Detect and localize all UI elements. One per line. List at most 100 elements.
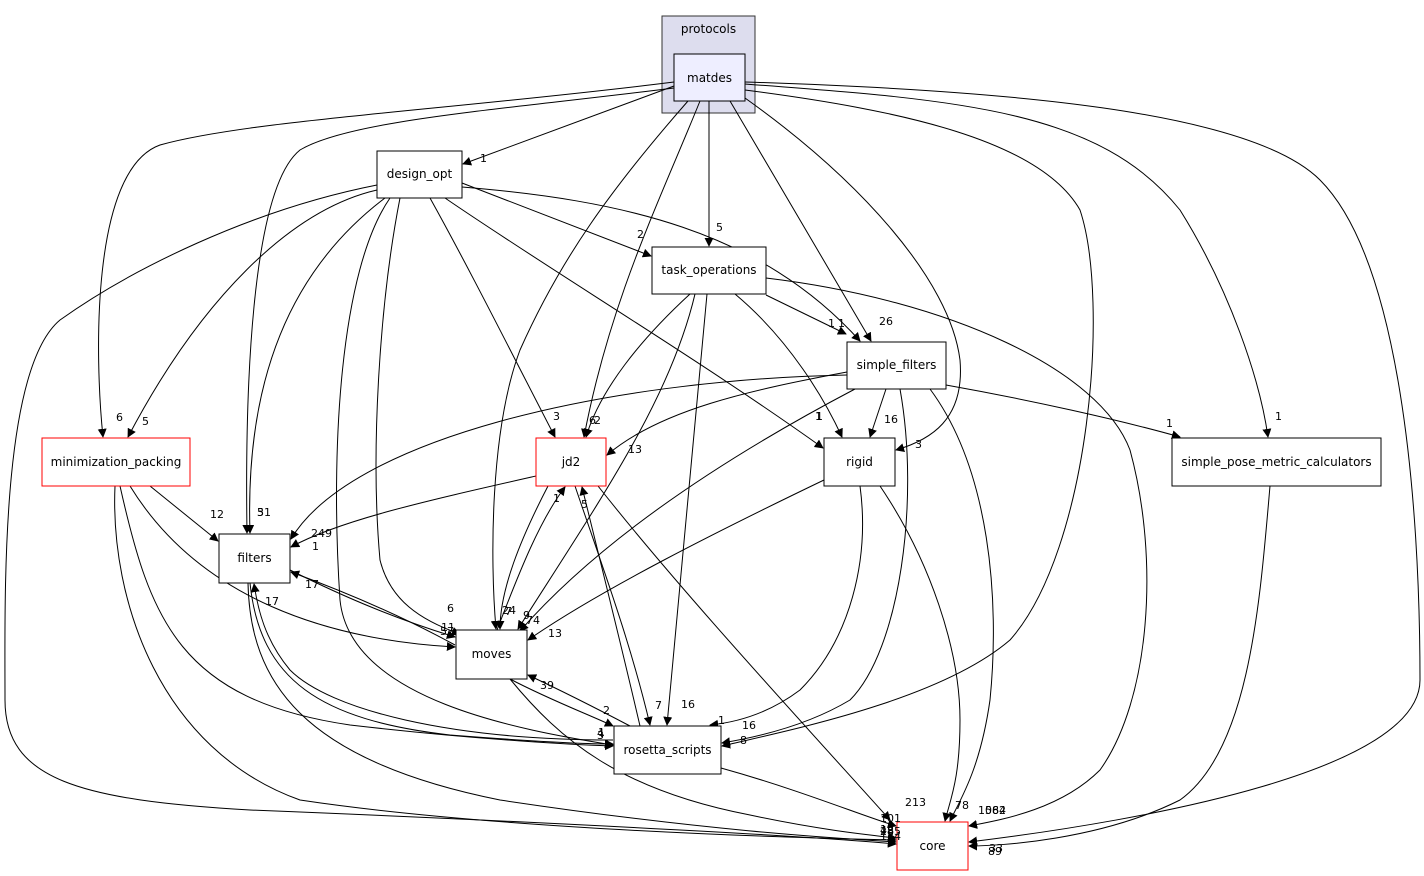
edge-label-minimization_packing-filters[interactable]: 12 <box>210 508 224 521</box>
edge-filters-moves[interactable] <box>289 569 456 639</box>
edge-label-rosetta_scripts-jd2[interactable]: 5 <box>581 498 588 511</box>
edge-label-simple_filters-moves[interactable]: 74 <box>526 614 540 627</box>
edge-label-matdes-simple_filters[interactable]: 26 <box>879 315 893 328</box>
edge-design_opt-task_operations[interactable] <box>461 182 652 258</box>
edge-jd2-core[interactable] <box>597 485 891 821</box>
edge-label-design_opt-core[interactable]: 48 <box>880 824 894 837</box>
node-core-box[interactable] <box>896 821 969 871</box>
edge-label-design_opt-jd2[interactable]: 3 <box>553 410 560 423</box>
edge-label-filters-moves[interactable]: 11 <box>441 621 455 634</box>
edge-matdes-simple_filters[interactable] <box>729 100 872 342</box>
edge-simple_filters-core[interactable] <box>929 388 994 822</box>
edge-label-simple_filters-rosetta_scripts[interactable]: 16 <box>742 719 756 732</box>
edge-moves-filters[interactable] <box>290 570 456 646</box>
edge-label-task_operations-core[interactable]: 582 <box>985 804 1006 817</box>
node-rosetta-scripts[interactable]: rosetta_scripts <box>613 725 722 775</box>
edge-matdes-filters[interactable] <box>242 87 675 534</box>
node-rigid[interactable]: rigid <box>823 437 896 487</box>
edge-rosetta_scripts-filters[interactable] <box>250 583 614 741</box>
edge-label-simple_filters-simple_pose_metric_calculators[interactable]: 1 <box>1166 417 1173 430</box>
edge-label-matdes-simple_pose_metric_calculators[interactable]: 1 <box>1275 410 1282 423</box>
edge-label-task_operations-simple_filters[interactable]: 1 <box>828 317 835 330</box>
node-matdes-box[interactable] <box>673 53 746 102</box>
edge-label-design_opt-simple_filters[interactable]: 1 <box>838 317 845 330</box>
edge-task_operations-simple_filters[interactable] <box>765 294 847 335</box>
edge-matdes-jd2[interactable] <box>581 100 701 438</box>
edge-label-matdes-rigid[interactable]: 3 <box>915 438 922 451</box>
edge-design_opt-filters[interactable] <box>245 197 386 534</box>
node-minimization-packing[interactable]: minimization_packing <box>41 437 191 487</box>
edge-label-design_opt-task_operations[interactable]: 2 <box>637 228 644 241</box>
edge-label-moves-jd2[interactable]: 1 <box>553 492 560 505</box>
edge-simple_filters-simple_pose_metric_calculators[interactable] <box>945 384 1181 440</box>
edge-label-moves-filters[interactable]: 17 <box>305 578 319 591</box>
edge-moves-rosetta_scripts[interactable] <box>509 678 614 727</box>
node-minimization-packing-box[interactable] <box>41 437 191 487</box>
edge-label-matdes-moves[interactable]: 24 <box>502 604 516 617</box>
edge-task_operations-moves[interactable] <box>517 293 696 630</box>
edge-task_operations-jd2[interactable] <box>584 293 691 438</box>
edge-label-design_opt-rigid[interactable]: 1 <box>816 410 823 423</box>
edge-task_operations-rigid[interactable] <box>734 293 843 438</box>
node-design-opt[interactable]: design_opt <box>376 150 463 199</box>
edge-label-jd2-core[interactable]: 213 <box>905 796 926 809</box>
node-jd2-box[interactable] <box>535 437 607 487</box>
edge-label-design_opt-moves[interactable]: 6 <box>447 602 454 615</box>
node-task-operations[interactable]: task_operations <box>651 246 767 295</box>
edge-label-simple_pose_metric_calculators-core[interactable]: 89 <box>988 845 1002 858</box>
edge-label-design_opt-rosetta_scripts[interactable]: 1 <box>598 726 605 739</box>
node-moves[interactable]: moves <box>455 629 528 680</box>
edge-simple_pose_metric_calculators-core[interactable] <box>968 485 1271 851</box>
edge-label-simple_filters-jd2[interactable]: 13 <box>628 443 642 456</box>
edge-label-moves-rosetta_scripts[interactable]: 2 <box>603 704 610 717</box>
edge-label-rosetta_scripts-filters[interactable]: 17 <box>265 595 279 608</box>
edge-label-task_operations-moves[interactable]: 9 <box>523 609 530 622</box>
node-task-operations-box[interactable] <box>651 246 767 295</box>
edge-label-minimization_packing-moves[interactable]: 57 <box>440 625 454 638</box>
edge-minimization_packing-core[interactable] <box>114 485 897 845</box>
node-filters[interactable]: filters <box>218 533 291 584</box>
node-matdes[interactable]: matdes <box>673 53 746 102</box>
edge-label-minimization_packing-core[interactable]: 285 <box>880 825 901 838</box>
node-simple-pose-metric-calculators[interactable]: simple_pose_metric_calculators <box>1171 437 1382 487</box>
edge-design_opt-core[interactable] <box>4 184 897 848</box>
edge-jd2-moves[interactable] <box>495 485 549 630</box>
edge-design_opt-jd2[interactable] <box>429 197 556 438</box>
edge-rigid-moves[interactable] <box>527 479 825 641</box>
edge-label-filters-rosetta_scripts[interactable]: 4 <box>597 727 604 740</box>
node-design-opt-box[interactable] <box>376 150 463 199</box>
edge-jd2-filters[interactable] <box>290 475 537 548</box>
edge-simple_filters-moves[interactable] <box>519 388 856 632</box>
edge-label-jd2-moves[interactable]: 7 <box>505 605 512 618</box>
edge-design_opt-moves[interactable] <box>375 197 461 636</box>
edge-label-matdes-rosetta_scripts[interactable]: 8 <box>740 734 747 747</box>
edge-matdes-rigid[interactable] <box>744 97 961 453</box>
edge-label-task_operations-rigid[interactable]: 1 <box>815 410 822 423</box>
edge-label-matdes-minimization_packing[interactable]: 6 <box>116 411 123 424</box>
node-rigid-box[interactable] <box>823 437 896 487</box>
edge-simple_filters-jd2[interactable] <box>606 371 848 456</box>
edge-minimization_packing-rosetta_scripts[interactable] <box>119 485 614 751</box>
edge-rosetta_scripts-jd2[interactable] <box>579 486 641 727</box>
edge-label-design_opt-minimization_packing[interactable]: 5 <box>142 415 149 428</box>
edge-label-minimization_packing-rosetta_scripts[interactable]: 3 <box>597 729 604 742</box>
edge-label-rosetta_scripts-core[interactable]: 12 <box>880 823 894 836</box>
edge-design_opt-rosetta_scripts[interactable] <box>336 197 614 749</box>
edge-label-moves-core[interactable]: 101 <box>880 812 901 825</box>
edge-filters-core[interactable] <box>247 582 897 847</box>
node-core[interactable]: core <box>896 821 969 871</box>
edge-matdes-simple_pose_metric_calculators[interactable] <box>744 83 1272 438</box>
edge-matdes-core[interactable] <box>744 81 1421 846</box>
edge-label-task_operations-jd2[interactable]: 2 <box>594 414 601 427</box>
edge-label-rigid-core[interactable]: 78 <box>955 799 969 812</box>
node-simple-filters-box[interactable] <box>846 341 947 390</box>
edge-matdes-design_opt[interactable] <box>462 85 675 166</box>
edge-minimization_packing-moves[interactable] <box>129 485 456 652</box>
node-filters-box[interactable] <box>218 533 291 584</box>
edge-jd2-rosetta_scripts[interactable] <box>574 485 653 726</box>
edge-minimization_packing-filters[interactable] <box>149 485 219 542</box>
edge-simple_filters-filters[interactable] <box>290 374 848 540</box>
edge-label-rigid-rosetta_scripts[interactable]: 1 <box>718 714 725 727</box>
edge-label-jd2-rosetta_scripts[interactable]: 7 <box>655 699 662 712</box>
edge-simple_filters-rigid[interactable] <box>868 388 887 438</box>
